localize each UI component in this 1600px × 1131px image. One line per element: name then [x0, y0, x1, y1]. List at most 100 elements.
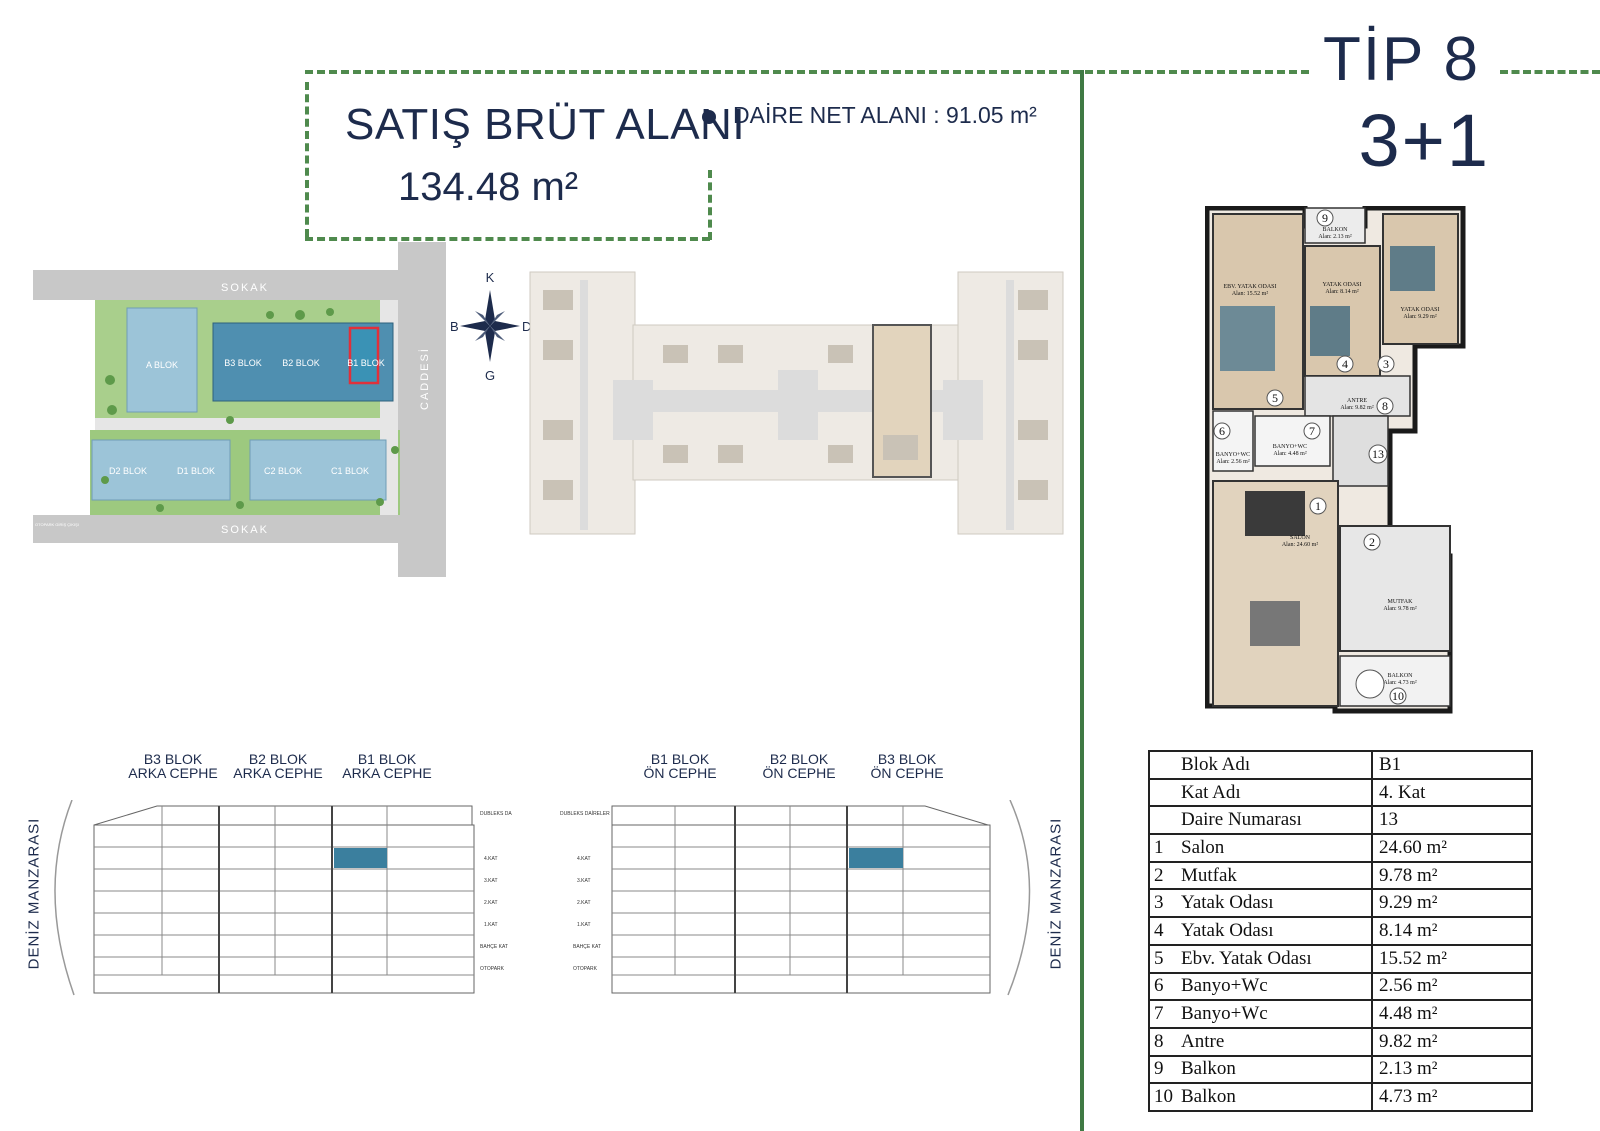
- floor-label-duplex-front: DUBLEKS DAİRELER: [560, 810, 610, 817]
- table-row: 4 Yatak Odası 8.14 m²: [1148, 916, 1533, 946]
- block-label-b3: B3 BLOK: [224, 358, 262, 368]
- room-name-balkon-9: BALKON: [1323, 227, 1349, 233]
- table-cell-value: B1: [1371, 750, 1533, 780]
- floor-label-duplex-rear: DUBLEKS DAİRELER: [480, 810, 512, 817]
- elev-rear-label-b2: B2 BLOK ARKA CEPHE: [223, 752, 333, 780]
- room-area-balkon-9: Alan: 2.13 m²: [1318, 234, 1351, 240]
- elev-front-label-b2: B2 BLOK ÖN CEPHE: [744, 752, 854, 780]
- table-cell-room: Salon: [1177, 833, 1373, 863]
- table-cell-room: Antre: [1177, 1026, 1373, 1057]
- room-no-4: 4: [1342, 357, 1348, 371]
- table-row: 1 Salon 24.60 m²: [1148, 833, 1533, 863]
- room-area-kitchen: Alan: 9.78 m²: [1383, 606, 1416, 612]
- elev-front-label-b3: B3 BLOK ÖN CEPHE: [852, 752, 962, 780]
- block-label-c2: C2 BLOK: [264, 466, 302, 476]
- street-top-label: SOKAK: [221, 282, 269, 294]
- apartment-spec-table: Blok Adı B1 Kat Adı 4. Kat Daire Numaras…: [1148, 750, 1533, 1112]
- room-name-bath-6: BANYO+WC: [1216, 452, 1250, 458]
- elev-rear-b2-facade: ARKA CEPHE: [233, 765, 323, 781]
- table-cell-value: 13: [1371, 805, 1533, 836]
- table-row: 8 Antre 9.82 m²: [1148, 1026, 1533, 1057]
- table-cell-no: 6: [1148, 971, 1177, 1002]
- highlight-apartment-front: [849, 848, 903, 868]
- table-cell-area: 15.52 m²: [1371, 943, 1533, 974]
- divider-line: [1080, 70, 1084, 1131]
- table-cell-area: 24.60 m²: [1371, 833, 1533, 863]
- table-cell-value: 4. Kat: [1371, 777, 1533, 808]
- room-name-bath-7: BANYO+WC: [1273, 444, 1307, 450]
- room-no-6: 6: [1219, 424, 1225, 438]
- floor-label-4-rear: 4.KAT: [484, 856, 498, 862]
- table-cell-area: 9.82 m²: [1371, 1026, 1533, 1057]
- room-no-10: 10: [1392, 689, 1404, 703]
- table-row: 2 Mutfak 9.78 m²: [1148, 860, 1533, 891]
- table-cell-no: 1: [1148, 833, 1177, 863]
- room-name-balkon-10: BALKON: [1388, 673, 1414, 679]
- table-row: 5 Ebv. Yatak Odası 15.52 m²: [1148, 943, 1533, 974]
- room-area-master-bedroom: Alan: 15.52 m²: [1232, 291, 1268, 297]
- elev-front-b2-block: B2 BLOK: [769, 751, 829, 767]
- table-cell-area: 8.14 m²: [1371, 916, 1533, 946]
- floor-label-1-front: 1.KAT: [577, 922, 591, 928]
- table-cell-room: Mutfak: [1177, 860, 1373, 891]
- net-area-label: DAİRE NET ALANI : 91.05 m²: [733, 102, 1037, 128]
- floor-label-1-rear: 1.KAT: [484, 922, 498, 928]
- elev-front-b2-facade: ÖN CEPHE: [762, 765, 836, 781]
- table-cell-no: 3: [1148, 888, 1177, 919]
- site-plan: A BLOK B3 BLOK B2 BLOK B1 BLOK D2 BLOK D…: [33, 242, 446, 577]
- highlight-apartment-rear: [334, 848, 387, 868]
- table-cell-room: Balkon: [1177, 1082, 1373, 1112]
- floor-label-garden-front: BAHÇE KAT: [573, 944, 601, 950]
- top-right-dashed-line: [1500, 70, 1600, 74]
- block-label-b2: B2 BLOK: [282, 358, 320, 368]
- floor-label-4-front: 4.KAT: [577, 856, 591, 862]
- front-elevation-drawing: DUBLEKS DAİRELER 4.KAT 3.KAT 2.KAT 1.KAT…: [560, 800, 1031, 996]
- highlight-block-b1: [348, 326, 380, 385]
- table-cell-room: Yatak Odası: [1177, 916, 1373, 946]
- room-no-3: 3: [1383, 357, 1389, 371]
- table-cell-no: 9: [1148, 1054, 1177, 1085]
- headline-box-bottom: [305, 237, 710, 241]
- block-label-d1: D1 BLOK: [177, 466, 215, 476]
- floor-label-3-front: 3.KAT: [577, 878, 591, 884]
- table-row: 3 Yatak Odası 9.29 m²: [1148, 888, 1533, 919]
- floor-label-2-rear: 2.KAT: [484, 900, 498, 906]
- elev-front-b3-facade: ÖN CEPHE: [870, 765, 944, 781]
- elev-rear-b1-block: B1 BLOK: [357, 751, 417, 767]
- room-area-bedroom-4: Alan: 8.14 m²: [1325, 289, 1358, 295]
- table-cell-no: 5: [1148, 943, 1177, 974]
- room-name-entrance: ANTRE: [1347, 398, 1367, 404]
- table-cell-label: Blok Adı: [1177, 750, 1373, 780]
- block-label-b1: B1 BLOK: [347, 358, 385, 368]
- table-cell-area: 2.56 m²: [1371, 971, 1533, 1002]
- floor-plate-plan: [529, 271, 1064, 535]
- room-no-7: 7: [1309, 424, 1315, 438]
- compass-east: D: [522, 319, 531, 334]
- block-label-d2: D2 BLOK: [109, 466, 147, 476]
- table-row: 9 Balkon 2.13 m²: [1148, 1054, 1533, 1085]
- table-cell-label: Daire Numarası: [1177, 805, 1373, 836]
- room-area-bedroom-3: Alan: 9.29 m²: [1403, 314, 1436, 320]
- sales-gross-area-value: 134.48 m²: [398, 165, 579, 209]
- table-cell-area: 9.29 m²: [1371, 888, 1533, 919]
- floor-label-parking-rear: OTOPARK: [480, 966, 505, 972]
- table-cell-area: 4.48 m²: [1371, 999, 1533, 1029]
- table-row: Blok Adı B1: [1148, 750, 1533, 780]
- block-label-c1: C1 BLOK: [331, 466, 369, 476]
- compass-icon: K G B D: [450, 270, 531, 383]
- table-cell-no: 10: [1148, 1082, 1177, 1112]
- floor-label-2-front: 2.KAT: [577, 900, 591, 906]
- table-row: 6 Banyo+Wc 2.56 m²: [1148, 971, 1533, 1002]
- table-cell-area: 4.73 m²: [1371, 1082, 1533, 1112]
- table-cell-room: Yatak Odası: [1177, 888, 1373, 919]
- elev-rear-label-b3: B3 BLOK ARKA CEPHE: [118, 752, 228, 780]
- compass-south: G: [485, 368, 495, 383]
- elev-rear-b3-block: B3 BLOK: [143, 751, 203, 767]
- room-area-bath-6: Alan: 2.56 m²: [1216, 459, 1249, 465]
- compass-north: K: [486, 270, 495, 285]
- room-no-2: 2: [1369, 535, 1375, 549]
- room-name-bedroom-4: YATAK ODASI: [1322, 282, 1361, 288]
- top-dashed-line: [305, 70, 1345, 74]
- elev-front-b3-block: B3 BLOK: [877, 751, 937, 767]
- apartment-plan: 9 4 3 5 8 6 7 13 1 2 10 BALKON Alan: 2.1…: [1205, 206, 1466, 714]
